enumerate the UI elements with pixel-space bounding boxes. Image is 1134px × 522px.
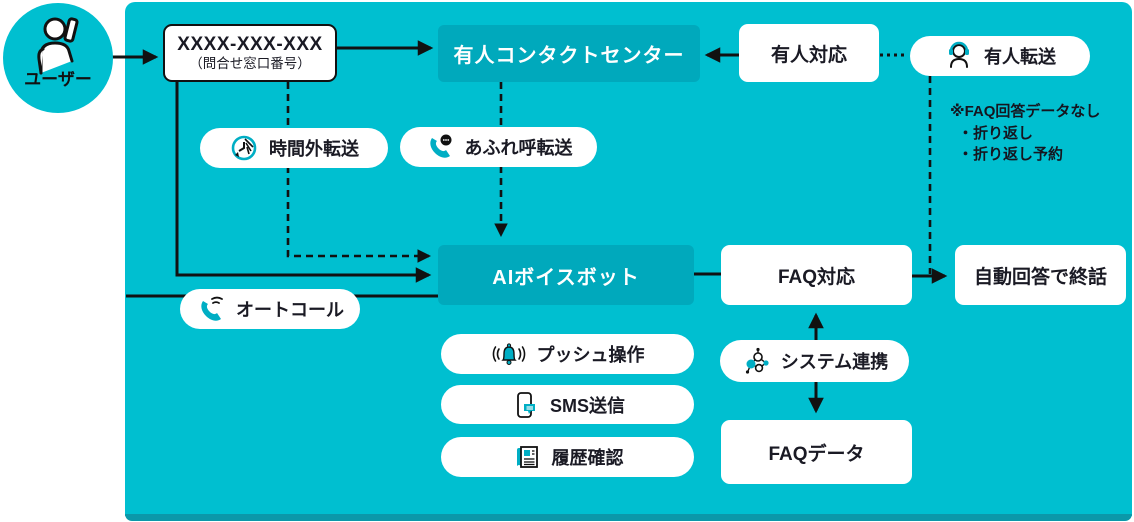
faq-response-label: FAQ対応 xyxy=(777,266,856,288)
auto-answer-box[interactable]: 自動回答で終話 xyxy=(955,245,1126,305)
clock-transfer-icon xyxy=(229,133,259,163)
autocall-pill[interactable]: オートコール xyxy=(180,289,360,329)
system-link-label: システム連携 xyxy=(780,352,889,372)
manned-response-label: 有人対応 xyxy=(770,44,847,66)
push-operation-pill[interactable]: プッシュ操作 xyxy=(441,334,694,374)
contact-center-box[interactable]: 有人コンタクトセンター xyxy=(438,25,700,82)
sms-send-label: SMS送信 xyxy=(549,395,625,416)
bell-ring-icon xyxy=(491,339,527,369)
phone-overflow-icon xyxy=(425,132,455,162)
inquiry-number-caption: （問合せ窓口番号） xyxy=(189,56,311,72)
inquiry-number-box[interactable]: XXXX-XXX-XXX （問合せ窓口番号） xyxy=(163,24,337,82)
ai-voicebot-box[interactable]: AIボイスボット xyxy=(438,245,694,305)
auto-answer-label: 自動回答で終話 xyxy=(973,266,1107,288)
inquiry-number: XXXX-XXX-XXX xyxy=(177,33,323,55)
network-nodes-icon xyxy=(741,344,775,378)
faq-data-label: FAQデータ xyxy=(768,443,865,465)
autocall-label: オートコール xyxy=(236,300,344,320)
person-with-phone-icon xyxy=(37,17,79,75)
manned-response-box[interactable]: 有人対応 xyxy=(739,24,879,82)
faq-response-box[interactable]: FAQ対応 xyxy=(721,245,912,305)
after-hours-transfer-pill[interactable]: 時間外転送 xyxy=(200,128,388,168)
sms-send-pill[interactable]: SMS送信 xyxy=(441,385,694,424)
manned-transfer-label: 有人転送 xyxy=(984,47,1056,67)
history-check-pill[interactable]: 履歴確認 xyxy=(441,437,694,477)
push-operation-label: プッシュ操作 xyxy=(536,345,645,365)
phone-signal-icon xyxy=(196,294,226,324)
overflow-transfer-label: あふれ呼転送 xyxy=(464,138,573,158)
overflow-transfer-pill[interactable]: あふれ呼転送 xyxy=(400,127,597,167)
faq-no-data-annotation: ※FAQ回答データなし ・折り返し ・折り返し予約 xyxy=(950,101,1100,166)
connector-number-to-voicebot-dashed xyxy=(286,82,432,263)
user-label: ユーザー xyxy=(24,70,92,89)
annotation-line1: ※FAQ回答データなし xyxy=(950,103,1101,120)
manned-transfer-pill[interactable]: 有人転送 xyxy=(910,36,1090,76)
annotation-line2: ・折り返し xyxy=(958,124,1034,142)
system-link-pill[interactable]: システム連携 xyxy=(720,340,909,382)
ai-voicebot-label: AIボイスボット xyxy=(492,266,640,289)
faq-data-box[interactable]: FAQデータ xyxy=(721,420,912,484)
headset-operator-icon xyxy=(944,41,974,71)
panel-bottom-strip xyxy=(125,514,1132,521)
history-check-label: 履歴確認 xyxy=(551,448,624,468)
annotation-line3: ・折り返し予約 xyxy=(958,146,1064,163)
news-document-icon xyxy=(512,442,542,472)
user-node: ユーザー xyxy=(3,3,113,113)
contact-center-label: 有人コンタクトセンター xyxy=(453,45,685,67)
connector-number-to-voicebot-solid xyxy=(175,82,432,283)
after-hours-transfer-label: 時間外転送 xyxy=(269,139,359,159)
phone-message-icon xyxy=(510,390,540,420)
